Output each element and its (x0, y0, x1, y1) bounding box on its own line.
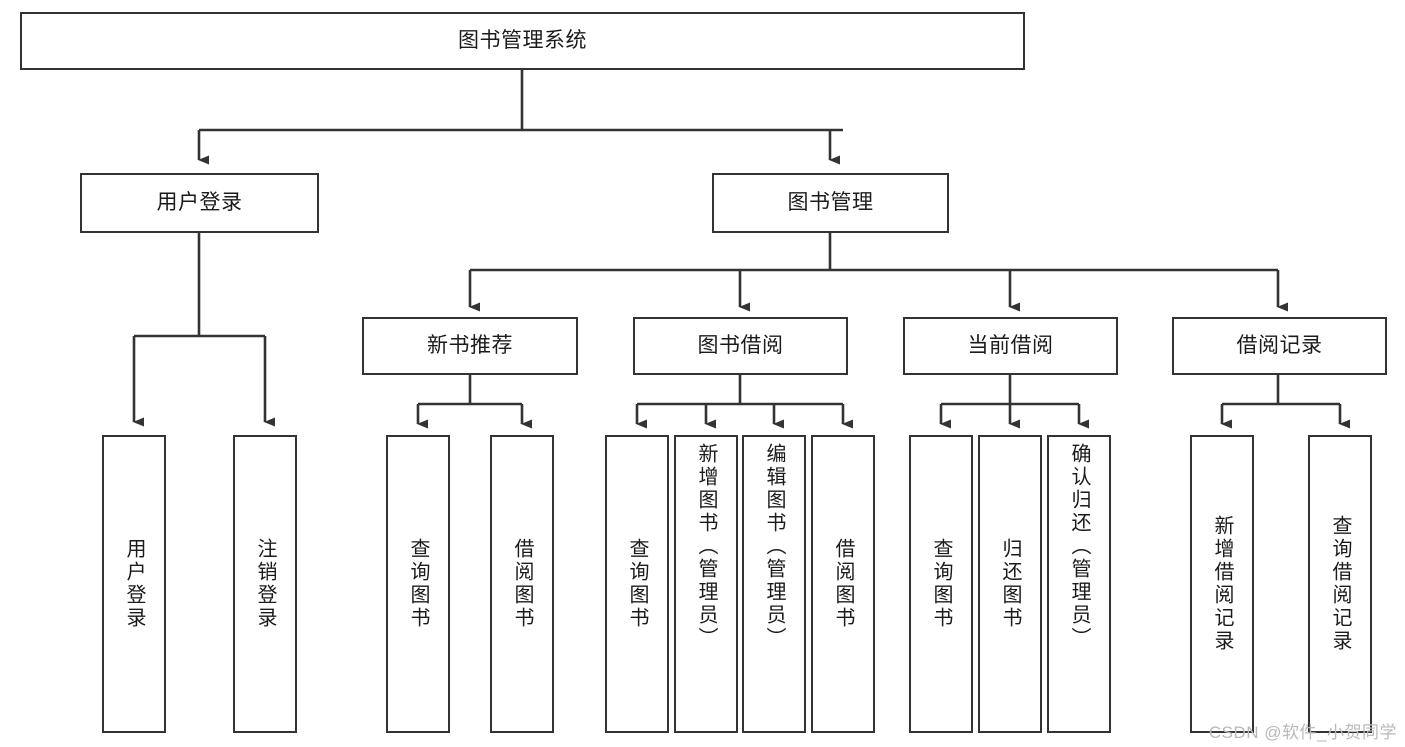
node-label: 图书管理 (787, 190, 874, 214)
leaf-query-borrow-record[interactable]: 查询借阅记录 (1308, 435, 1372, 733)
node-label: 查询图书 (930, 538, 952, 630)
node-label: 新书推荐 (427, 333, 513, 357)
node-label: 用户登录 (156, 190, 243, 214)
node-label: 查询借阅记录 (1329, 515, 1351, 653)
node-label: 用户登录 (123, 538, 145, 630)
leaf-add-book-admin[interactable]: 新增图书（管理员） (674, 435, 738, 733)
csdn-watermark: CSDN @软件_小贺同学 (1208, 723, 1397, 742)
node-label: 查询图书 (407, 538, 429, 630)
leaf-query-book-current[interactable]: 查询图书 (909, 435, 973, 733)
leaf-borrow-book-recommend[interactable]: 借阅图书 (490, 435, 554, 733)
node-borrow-record[interactable]: 借阅记录 (1172, 317, 1387, 375)
node-label: 图书管理系统 (458, 28, 587, 52)
node-label: 确认归还（管理员） (1068, 443, 1090, 650)
node-user-login[interactable]: 用户登录 (80, 173, 319, 233)
node-root-library-system[interactable]: 图书管理系统 (20, 12, 1025, 70)
leaf-add-borrow-record[interactable]: 新增借阅记录 (1190, 435, 1254, 733)
leaf-return-book[interactable]: 归还图书 (978, 435, 1042, 733)
node-label: 新增借阅记录 (1211, 515, 1233, 653)
node-book-management[interactable]: 图书管理 (712, 173, 949, 233)
node-label: 借阅图书 (511, 538, 533, 630)
leaf-edit-book-admin[interactable]: 编辑图书（管理员） (742, 435, 806, 733)
leaf-query-book-borrow[interactable]: 查询图书 (605, 435, 669, 733)
node-label: 注销登录 (254, 538, 276, 630)
node-label: 新增图书（管理员） (695, 443, 717, 650)
node-new-book-recommend[interactable]: 新书推荐 (362, 317, 578, 375)
leaf-borrow-book[interactable]: 借阅图书 (811, 435, 875, 733)
node-label: 查询图书 (626, 538, 648, 630)
node-book-borrow[interactable]: 图书借阅 (633, 317, 848, 375)
node-label: 归还图书 (999, 538, 1021, 630)
leaf-confirm-return-admin[interactable]: 确认归还（管理员） (1047, 435, 1111, 733)
leaf-query-book-recommend[interactable]: 查询图书 (386, 435, 450, 733)
node-label: 当前借阅 (967, 333, 1054, 357)
node-label: 图书借阅 (697, 333, 784, 357)
node-label: 编辑图书（管理员） (763, 443, 785, 650)
node-label: 借阅记录 (1236, 333, 1323, 357)
node-label: 借阅图书 (832, 538, 854, 630)
leaf-user-login[interactable]: 用户登录 (102, 435, 166, 733)
leaf-logout[interactable]: 注销登录 (233, 435, 297, 733)
node-current-borrow[interactable]: 当前借阅 (903, 317, 1118, 375)
